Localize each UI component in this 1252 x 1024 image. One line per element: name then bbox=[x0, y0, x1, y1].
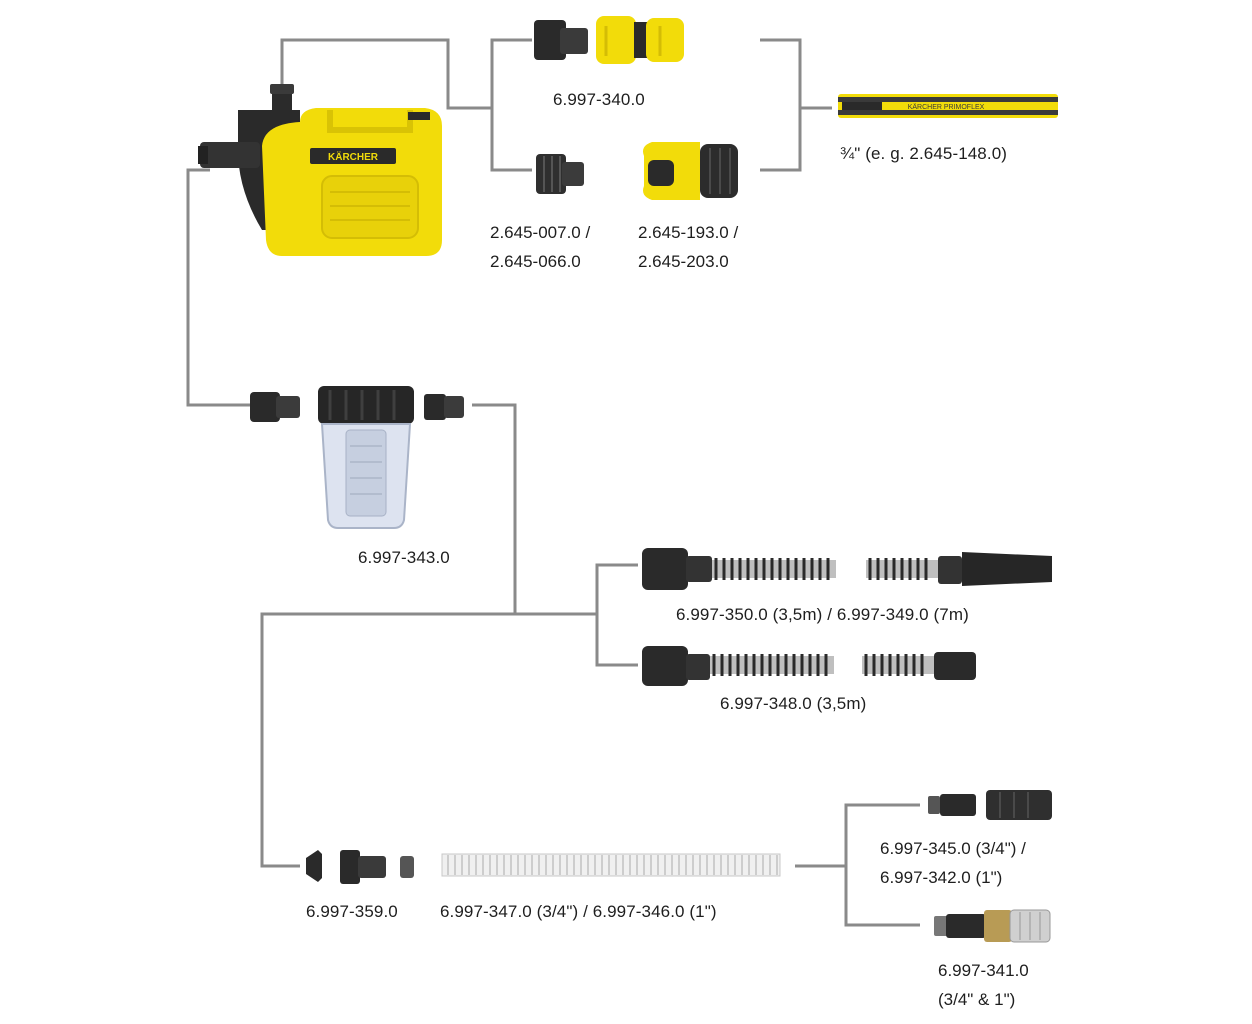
label-hose-connector-line2: 2.645-203.0 bbox=[638, 252, 729, 271]
label-filter: 6.997-343.0 bbox=[358, 548, 450, 567]
label-suction-filter: 6.997-341.0 (3/4" & 1") bbox=[938, 956, 1029, 1014]
filter-outlet-connector-image bbox=[424, 394, 464, 420]
label-connector-359: 6.997-359.0 bbox=[306, 902, 398, 921]
suction-set-348-image bbox=[642, 646, 976, 686]
label-suction-filter-line1: 6.997-341.0 bbox=[938, 961, 1029, 980]
garden-hose-image: KÄRCHER PRIMOFLEX bbox=[838, 94, 1058, 118]
label-hose-connector-line1: 2.645-193.0 / bbox=[638, 223, 739, 242]
suction-set-350-image bbox=[642, 548, 1052, 590]
label-filter-adapter-line1: 6.997-345.0 (3/4") / bbox=[880, 839, 1026, 858]
connector-359-image bbox=[306, 850, 414, 884]
quick-connector-set-image bbox=[534, 16, 684, 64]
filter-adapter-image bbox=[928, 790, 1052, 820]
label-suction-set-b: 6.997-348.0 (3,5m) bbox=[720, 694, 867, 713]
hose-connector-image bbox=[643, 142, 738, 200]
label-suction-filter-line2: (3/4" & 1") bbox=[938, 990, 1016, 1009]
label-tap-adapter: 2.645-007.0 / 2.645-066.0 bbox=[490, 218, 590, 276]
label-tap-adapter-line2: 2.645-066.0 bbox=[490, 252, 581, 271]
garden-pump: KÄRCHER bbox=[198, 84, 442, 256]
pre-filter-image bbox=[318, 386, 414, 529]
label-filter-adapter: 6.997-345.0 (3/4") / 6.997-342.0 (1") bbox=[880, 834, 1026, 892]
filter-inlet-connector-image bbox=[250, 392, 300, 422]
svg-text:KÄRCHER: KÄRCHER bbox=[328, 150, 379, 163]
suction-hose-image bbox=[441, 853, 781, 877]
hose-print-text: KÄRCHER PRIMOFLEX bbox=[908, 103, 985, 111]
label-tap-adapter-line1: 2.645-007.0 / bbox=[490, 223, 591, 242]
label-suction-set-a: 6.997-350.0 (3,5m) / 6.997-349.0 (7m) bbox=[676, 605, 969, 624]
label-quick-connector-set: 6.997-340.0 bbox=[553, 90, 645, 109]
label-filter-adapter-line2: 6.997-342.0 (1") bbox=[880, 868, 1003, 887]
suction-filter-image bbox=[934, 909, 1051, 943]
connector-lines bbox=[186, 38, 920, 927]
tap-adapter-image bbox=[536, 154, 584, 194]
label-hose-connector: 2.645-193.0 / 2.645-203.0 bbox=[638, 218, 738, 276]
label-suction-hose: 6.997-347.0 (3/4") / 6.997-346.0 (1") bbox=[440, 902, 717, 921]
label-hose: ¾" (e. g. 2.645-148.0) bbox=[840, 144, 1008, 163]
